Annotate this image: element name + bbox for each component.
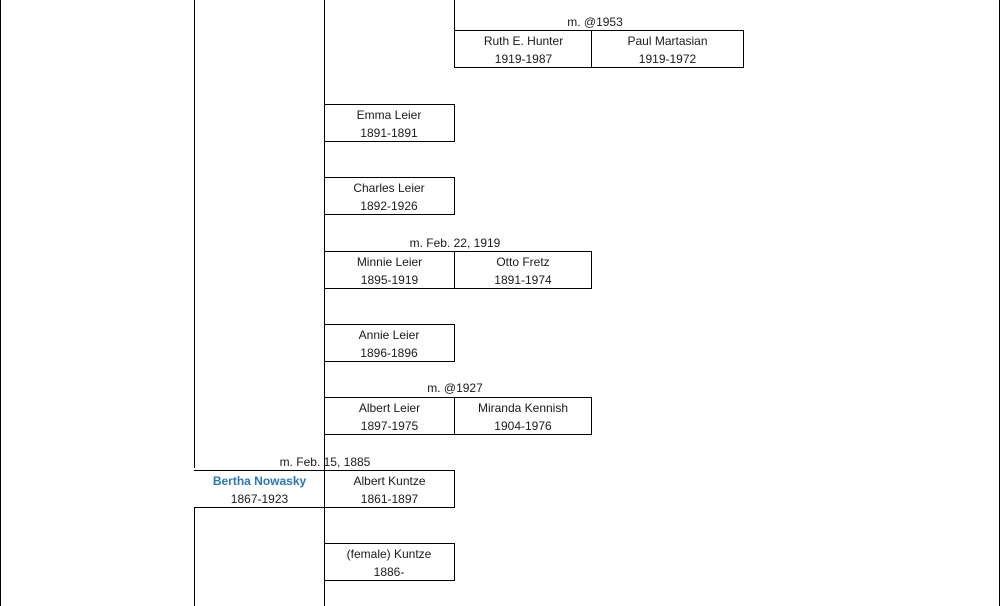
person-name: Annie Leier: [358, 328, 420, 342]
person-years: 1896-1896: [360, 346, 418, 360]
person-years: 1897-1975: [360, 419, 419, 433]
person-years: 1891-1974: [494, 273, 552, 287]
marriage-label-albert-miranda: m. @1927: [427, 381, 483, 395]
person-box-emma-leier: Emma Leier 1891-1891: [324, 104, 455, 142]
person-box-otto-fretz: Otto Fretz 1891-1974: [454, 251, 592, 289]
person-name: Paul Martasian: [627, 34, 708, 48]
person-box-albert-leier: Albert Leier 1897-1975: [324, 397, 455, 435]
person-box-albert-kuntze: Albert Kuntze 1861-1897: [324, 470, 455, 508]
marriage-label-minnie-otto: m. Feb. 22, 1919: [409, 236, 501, 250]
person-years: 1892-1926: [360, 199, 418, 213]
person-name: Ruth E. Hunter: [483, 34, 564, 48]
page-frame-left: [0, 0, 1, 606]
person-years: 1895-1919: [360, 273, 419, 287]
person-box-ruth-hunter: Ruth E. Hunter 1919-1987: [454, 30, 592, 68]
person-box-miranda-kennish: Miranda Kennish 1904-1976: [454, 397, 592, 435]
person-name: Emma Leier: [356, 108, 422, 122]
person-years: 1867-1923: [230, 492, 289, 506]
person-name: Albert Kuntze: [353, 474, 426, 488]
person-years: 1861-1897: [360, 492, 419, 506]
person-name: Bertha Nowasky: [212, 474, 307, 488]
person-years: 1891-1891: [360, 126, 418, 140]
person-box-female-kuntze: (female) Kuntze 1886-: [324, 543, 455, 581]
person-years: 1919-1987: [494, 52, 553, 66]
marriage-label-ruth-paul: m. @1953: [567, 15, 623, 29]
person-name: Albert Leier: [358, 401, 421, 415]
person-years: 1919-1972: [638, 52, 697, 66]
tree-line-left: [194, 0, 195, 468]
person-name: Otto Fretz: [496, 255, 550, 269]
person-name: Charles Leier: [353, 181, 425, 195]
person-box-charles-leier: Charles Leier 1892-1926: [324, 177, 455, 215]
person-name: (female) Kuntze: [346, 547, 432, 561]
tree-line-ruth-branch: [454, 0, 455, 30]
marriage-label-bertha-albert: m. Feb. 15, 1885: [279, 455, 371, 469]
person-years: 1886-: [373, 565, 405, 579]
person-name: Minnie Leier: [356, 255, 423, 269]
person-box-paul-martasian: Paul Martasian 1919-1972: [591, 30, 744, 68]
person-years: 1904-1976: [494, 419, 552, 433]
person-box-minnie-leier: Minnie Leier 1895-1919: [324, 251, 455, 289]
person-box-annie-leier: Annie Leier 1896-1896: [324, 324, 455, 362]
tree-line-left-lower: [194, 508, 195, 606]
person-name: Miranda Kennish: [477, 401, 569, 415]
tree-line-leier-children: [324, 0, 325, 606]
person-box-bertha-nowasky: Bertha Nowasky 1867-1923: [194, 470, 325, 508]
